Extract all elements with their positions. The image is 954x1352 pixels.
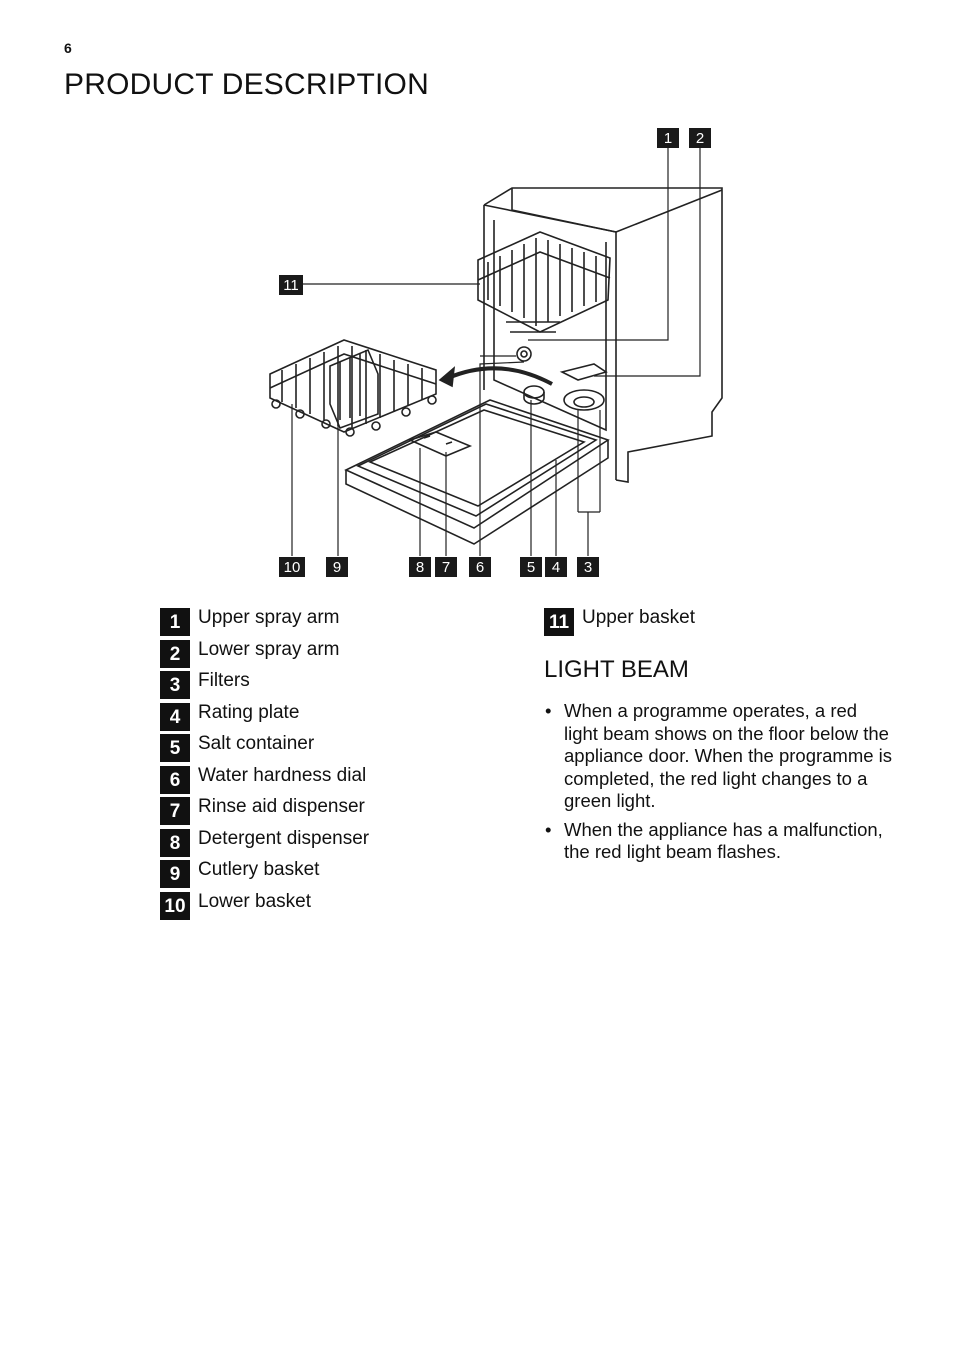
callout-9: 9 xyxy=(326,557,348,577)
dishwasher-diagram: 1 2 11 10 9 8 7 6 5 4 3 xyxy=(269,128,723,577)
legend-number: 7 xyxy=(160,797,190,825)
legend-label: Cutlery basket xyxy=(198,859,320,880)
callout-5: 5 xyxy=(520,557,542,577)
svg-text:8: 8 xyxy=(416,559,424,576)
legend-label: Lower spray arm xyxy=(198,638,340,660)
legend-number: 8 xyxy=(160,828,190,857)
legend-item: 8 Detergent dispenser xyxy=(160,825,520,857)
svg-text:7: 7 xyxy=(442,559,450,576)
legend-item: 11 Upper basket xyxy=(544,604,904,636)
legend-label: Lower basket xyxy=(198,890,312,912)
legend-number: 1 xyxy=(160,608,190,636)
legend-item: 2 Lower spray arm xyxy=(160,636,520,668)
legend-label: Detergent dispenser xyxy=(198,827,370,849)
bullet-item: When the appliance has a malfunction, th… xyxy=(544,819,894,864)
legend-item: 6 Water hardness dial xyxy=(160,762,520,794)
svg-text:11: 11 xyxy=(283,277,299,294)
legend-item: 3 Filters xyxy=(160,667,520,699)
legend-number: 10 xyxy=(160,891,190,920)
legend-item: 1 Upper spray arm xyxy=(160,604,520,636)
svg-text:3: 3 xyxy=(584,559,592,576)
dishwasher-illustration xyxy=(269,187,723,545)
legend-number: 4 xyxy=(160,702,190,731)
legend-number: 3 xyxy=(160,671,190,699)
svg-text:2: 2 xyxy=(696,130,704,147)
page-title: PRODUCT DESCRIPTION xyxy=(64,68,429,101)
callout-3: 3 xyxy=(577,557,599,577)
legend-label: Upper spray arm xyxy=(198,607,340,628)
parts-legend: 1 Upper spray arm 2 Lower spray arm 3 Filte… xyxy=(160,604,520,920)
legend-item: 4 Rating plate xyxy=(160,699,520,731)
legend-number: 5 xyxy=(160,734,190,762)
legend-label: Filters xyxy=(198,670,250,691)
callout-10: 10 xyxy=(279,557,305,577)
callout-8: 8 xyxy=(409,557,431,577)
leader-lines xyxy=(291,148,701,556)
legend-number: 11 xyxy=(544,608,574,636)
callout-2: 2 xyxy=(689,128,711,148)
light-beam-bullets: When a programme operates, a red light b… xyxy=(544,700,894,870)
legend-number: 2 xyxy=(160,639,190,668)
legend-item: 7 Rinse aid dispenser xyxy=(160,793,520,825)
callout-1: 1 xyxy=(657,128,679,148)
callout-7: 7 xyxy=(435,557,457,577)
legend-label: Water hardness dial xyxy=(198,764,367,786)
legend-number: 9 xyxy=(160,860,190,888)
svg-text:1: 1 xyxy=(664,130,672,147)
page-number: 6 xyxy=(64,40,72,56)
parts-legend-continued: 11 Upper basket xyxy=(544,604,904,636)
legend-label: Salt container xyxy=(198,733,315,754)
legend-item: 5 Salt container xyxy=(160,730,520,762)
svg-text:10: 10 xyxy=(284,559,301,576)
legend-item: 9 Cutlery basket xyxy=(160,856,520,888)
legend-item: 10 Lower basket xyxy=(160,888,520,920)
callout-11: 11 xyxy=(279,275,303,295)
light-beam-heading: LIGHT BEAM xyxy=(544,656,689,683)
callout-6: 6 xyxy=(469,557,491,577)
legend-label: Rating plate xyxy=(198,701,300,723)
svg-text:4: 4 xyxy=(552,559,560,576)
svg-text:5: 5 xyxy=(527,559,535,576)
legend-number: 6 xyxy=(160,765,190,794)
legend-label: Rinse aid dispenser xyxy=(198,796,365,817)
callout-4: 4 xyxy=(545,557,567,577)
svg-text:9: 9 xyxy=(333,559,341,576)
svg-text:6: 6 xyxy=(476,559,484,576)
legend-label: Upper basket xyxy=(582,607,696,628)
bullet-item: When a programme operates, a red light b… xyxy=(544,700,894,813)
